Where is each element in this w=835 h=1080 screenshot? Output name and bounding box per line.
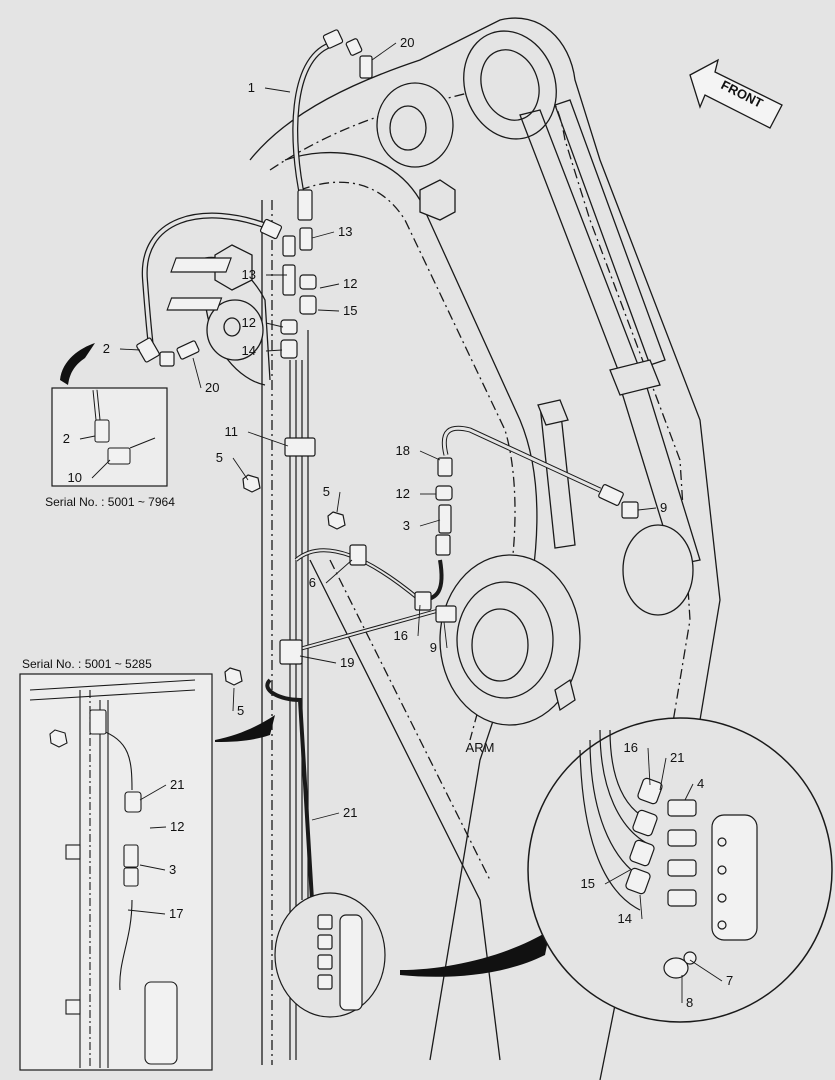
callout-leader-c9b <box>443 621 448 649</box>
callout-leader-c14a <box>265 349 283 352</box>
callout-c21a: 21 <box>343 805 357 820</box>
callout-c12b: 12 <box>242 315 256 330</box>
serial-caption-bottom: Serial No. : 5001 ~ 5285 <box>22 657 152 671</box>
callout-c20a: 20 <box>400 35 414 50</box>
callout-leader-c1 <box>264 87 291 93</box>
inset-pointer <box>215 715 275 742</box>
callout-c2b: 2 <box>63 431 70 446</box>
callout-c12a: 12 <box>343 276 357 291</box>
callout-leader-c7 <box>689 959 723 982</box>
callout-leader-c20a <box>371 42 397 61</box>
callout-c11: 11 <box>225 424 239 439</box>
callout-leader-c20b <box>192 357 202 389</box>
callout-c2a: 2 <box>103 341 110 356</box>
callout-c13b: 13 <box>242 267 256 282</box>
callout-c19: 19 <box>340 655 354 670</box>
callout-leader-c10 <box>91 459 111 479</box>
callout-c20b: 20 <box>205 380 219 395</box>
fittings <box>136 29 639 686</box>
callout-leader-c18 <box>419 450 441 461</box>
callout-leader-c3a <box>419 519 441 527</box>
callout-c14a: 14 <box>242 343 256 358</box>
inset-serial-7964 <box>51 387 168 487</box>
callout-c12c: 12 <box>396 486 410 501</box>
callout-c16a: 16 <box>394 628 408 643</box>
callout-c13a: 13 <box>338 224 352 239</box>
callout-c3a: 3 <box>403 518 410 533</box>
callout-leader-c5c <box>232 687 235 712</box>
callout-leader-c6 <box>325 559 353 584</box>
callout-c10: 10 <box>68 470 82 485</box>
callout-c5c: 5 <box>237 703 244 718</box>
callout-c5b: 5 <box>323 484 330 499</box>
callout-c12d: 12 <box>170 819 184 834</box>
callout-c15b: 15 <box>581 876 595 891</box>
callout-c3b: 3 <box>169 862 176 877</box>
callout-leader-c4 <box>684 783 694 801</box>
arm-cylinder-links <box>519 99 701 566</box>
callout-leader-c11 <box>247 431 289 447</box>
inspection-opening <box>622 524 694 616</box>
callout-leader-c12b <box>265 322 284 328</box>
callout-leader-c15b <box>604 869 631 885</box>
callout-leader-c21a <box>311 812 340 821</box>
callout-leader-c2a <box>119 348 141 351</box>
callout-leader-c12d <box>149 826 167 829</box>
arm-label: ARM <box>466 740 495 755</box>
callout-c17: 17 <box>169 906 183 921</box>
callout-c16b: 16 <box>624 740 638 755</box>
callout-leader-c14b <box>639 894 643 920</box>
callout-c18: 18 <box>396 443 410 458</box>
top-inset-pointer <box>60 343 95 385</box>
callout-leader-c2b <box>79 435 96 440</box>
callout-c7: 7 <box>726 973 733 988</box>
callout-c9a: 9 <box>660 500 667 515</box>
inset-serial-5285 <box>19 673 213 1071</box>
callout-leader-c12a <box>319 283 340 289</box>
detail-pointer <box>400 930 550 977</box>
detail-magnifier <box>527 717 833 1023</box>
callout-leader-c17 <box>127 909 166 915</box>
callout-c14b: 14 <box>618 911 632 926</box>
callout-c4: 4 <box>697 776 704 791</box>
callout-leader-c21c <box>139 784 167 801</box>
left-pivot <box>206 244 264 361</box>
callout-leader-c16a <box>417 604 421 637</box>
main-connector-block <box>274 892 386 1018</box>
callout-leader-c13a <box>311 231 335 239</box>
callout-leader-c5a <box>232 457 249 481</box>
callout-leader-c9a <box>637 507 657 511</box>
callout-c21c: 21 <box>170 777 184 792</box>
callout-c5a: 5 <box>216 450 223 465</box>
callout-c9b: 9 <box>430 640 437 655</box>
callout-c1: 1 <box>248 80 255 95</box>
callout-leader-c3b <box>139 864 166 871</box>
callout-leader-c15a <box>317 309 340 312</box>
callout-c21b: 21 <box>670 750 684 765</box>
callout-c8: 8 <box>686 995 693 1010</box>
callout-leader-c19 <box>299 655 337 664</box>
callout-leader-c16b <box>647 747 651 786</box>
callout-leader-c5b <box>336 491 341 513</box>
callout-c6: 6 <box>309 575 316 590</box>
lower-pivot <box>439 554 581 726</box>
callout-leader-c21b <box>659 757 667 791</box>
callout-c15a: 15 <box>343 303 357 318</box>
serial-caption-top: Serial No. : 5001 ~ 7964 <box>45 495 175 509</box>
